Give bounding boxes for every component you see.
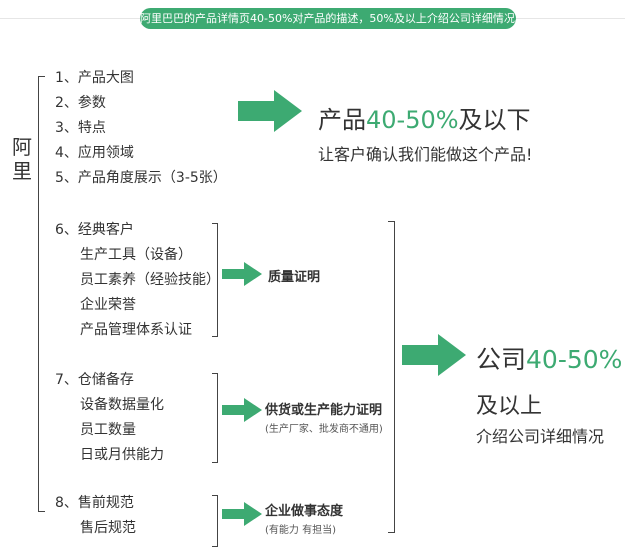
item: 6、经典客户: [55, 222, 134, 238]
company-title: 公司40-50%: [476, 340, 622, 376]
big-bracket: [388, 221, 395, 533]
supply-note: (生产厂家、批发商不通用): [265, 424, 383, 435]
company-line2: 及以上: [476, 394, 543, 419]
arrow-icon: [222, 262, 262, 286]
title-prefix: 公司: [476, 345, 527, 374]
product-subtitle: 让客户确认我们能做这个产品!: [318, 145, 533, 164]
arrow-icon: [402, 334, 466, 376]
quality-label: 质量证明: [268, 270, 321, 285]
title-pct: 40-50%: [366, 106, 459, 134]
arrow-icon: [222, 398, 262, 422]
attitude-note: (有能力 有担当): [265, 525, 336, 536]
item: 员工数量: [80, 422, 136, 438]
item: 8、售前规范: [55, 495, 134, 511]
bracket: [212, 495, 218, 547]
title-suffix: 及以下: [458, 106, 531, 134]
header-banner: 阿里巴巴的产品详情页40-50%对产品的描述，50%及以上介绍公司详细情况。: [140, 8, 526, 29]
item: 产品管理体系认证: [80, 322, 192, 338]
attitude-label: 企业做事态度: [265, 504, 344, 519]
item: 2、参数: [55, 95, 106, 111]
product-title: 产品40-50%及以下: [318, 100, 531, 135]
side-label: 阿里: [12, 135, 32, 183]
arrow-icon: [222, 502, 262, 526]
arrow-icon: [238, 90, 302, 132]
item: 3、特点: [55, 120, 106, 136]
item: 5、产品角度展示（3-5张）: [55, 170, 227, 186]
item: 售后规范: [80, 520, 136, 536]
item: 日或月供能力: [80, 447, 164, 463]
bracket: [212, 223, 218, 337]
company-line3: 介绍公司详细情况: [476, 427, 605, 446]
item: 生产工具（设备）: [80, 247, 192, 263]
bracket: [212, 373, 218, 463]
left-bracket: [38, 76, 45, 512]
title-prefix: 产品: [318, 106, 366, 134]
item: 企业荣誉: [80, 297, 136, 313]
item: 员工素养（经验技能）: [80, 272, 220, 288]
item: 1、产品大图: [55, 70, 134, 86]
item: 7、仓储备存: [55, 372, 134, 388]
supply-label: 供货或生产能力证明: [265, 403, 383, 418]
title-pct: 40-50%: [526, 345, 623, 374]
item: 4、应用领域: [55, 145, 134, 161]
item: 设备数据量化: [80, 397, 164, 413]
